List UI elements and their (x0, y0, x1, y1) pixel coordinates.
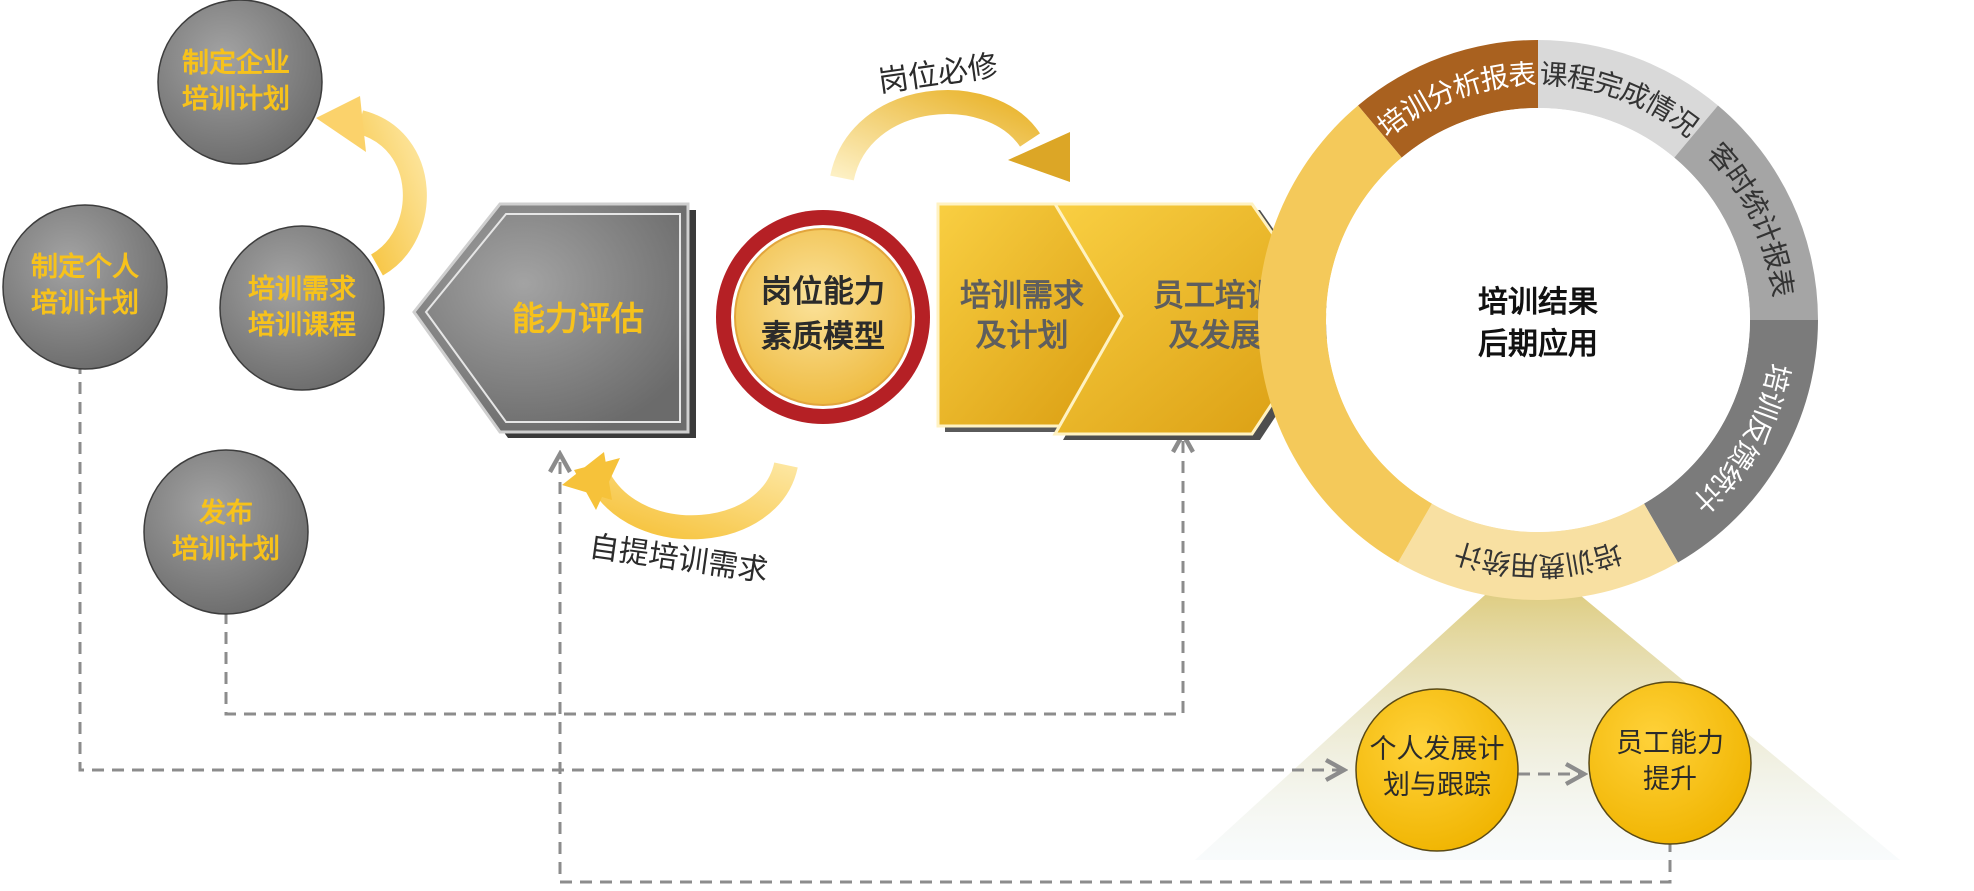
curved-arrow-to-enterprise-plan (316, 96, 427, 276)
node-demand-course: 培训需求 培训课程 (219, 225, 385, 391)
node-staff-training-line1: 员工培训 (1153, 278, 1277, 314)
node-staff-training-line2: 及发展 (1169, 318, 1262, 354)
node-competency-model-line1: 岗位能力 (761, 274, 885, 310)
node-publish-plan: 发布 培训计划 (143, 449, 309, 615)
ring-segment (1358, 40, 1538, 158)
node-publish-plan-line2: 培训计划 (172, 534, 280, 565)
node-ability-improvement-line2: 提升 (1643, 764, 1697, 795)
node-personal-plan: 制定个人 培训计划 (2, 204, 168, 370)
node-demand-course-line1: 培训需求 (248, 274, 356, 305)
node-personal-development-line1: 个人发展计 (1370, 734, 1505, 765)
ring-segment (1674, 105, 1818, 320)
node-personal-plan-line2: 培训计划 (31, 288, 139, 319)
node-personal-plan-line1: 制定个人 (31, 251, 139, 283)
node-ability-improvement: 员工能力 提升 (1588, 681, 1752, 845)
node-ability-improvement-line1: 员工能力 (1616, 728, 1724, 759)
node-competency-model-line2: 素质模型 (761, 319, 885, 355)
node-demand-plan-line2: 及计划 (976, 318, 1069, 354)
projection-cone (1195, 595, 1900, 860)
curved-arrow-required (830, 90, 1070, 182)
ring-segment (1644, 320, 1818, 563)
ring-segment (1538, 40, 1718, 158)
ring-center (1326, 108, 1750, 532)
node-demand-plan: 培训需求 及计划 (936, 202, 1132, 432)
node-publish-plan-line1: 发布 (198, 497, 253, 529)
node-enterprise-plan: 制定企业 培训计划 (157, 0, 323, 165)
node-competency-model: 岗位能力 素质模型 (716, 210, 930, 424)
dashed-connectors (78, 362, 1672, 884)
node-ability-assessment-label: 能力评估 (512, 299, 644, 338)
node-personal-development: 个人发展计 划与跟踪 (1355, 688, 1519, 852)
node-demand-course-line2: 培训课程 (248, 310, 356, 341)
node-enterprise-plan-line1: 制定企业 (182, 47, 290, 79)
node-enterprise-plan-line2: 培训计划 (182, 84, 290, 115)
ring-center-line1: 培训结果 (1478, 285, 1598, 320)
node-demand-plan-line1: 培训需求 (960, 278, 1084, 314)
ring-segment (1398, 503, 1678, 600)
ring-center-line2: 后期应用 (1478, 327, 1598, 362)
node-ability-assessment: 能力评估 (412, 202, 696, 438)
ring-segment (1257, 105, 1432, 563)
node-personal-development-line2: 划与跟踪 (1383, 770, 1491, 801)
curved-arrow-self-demand (562, 452, 798, 540)
